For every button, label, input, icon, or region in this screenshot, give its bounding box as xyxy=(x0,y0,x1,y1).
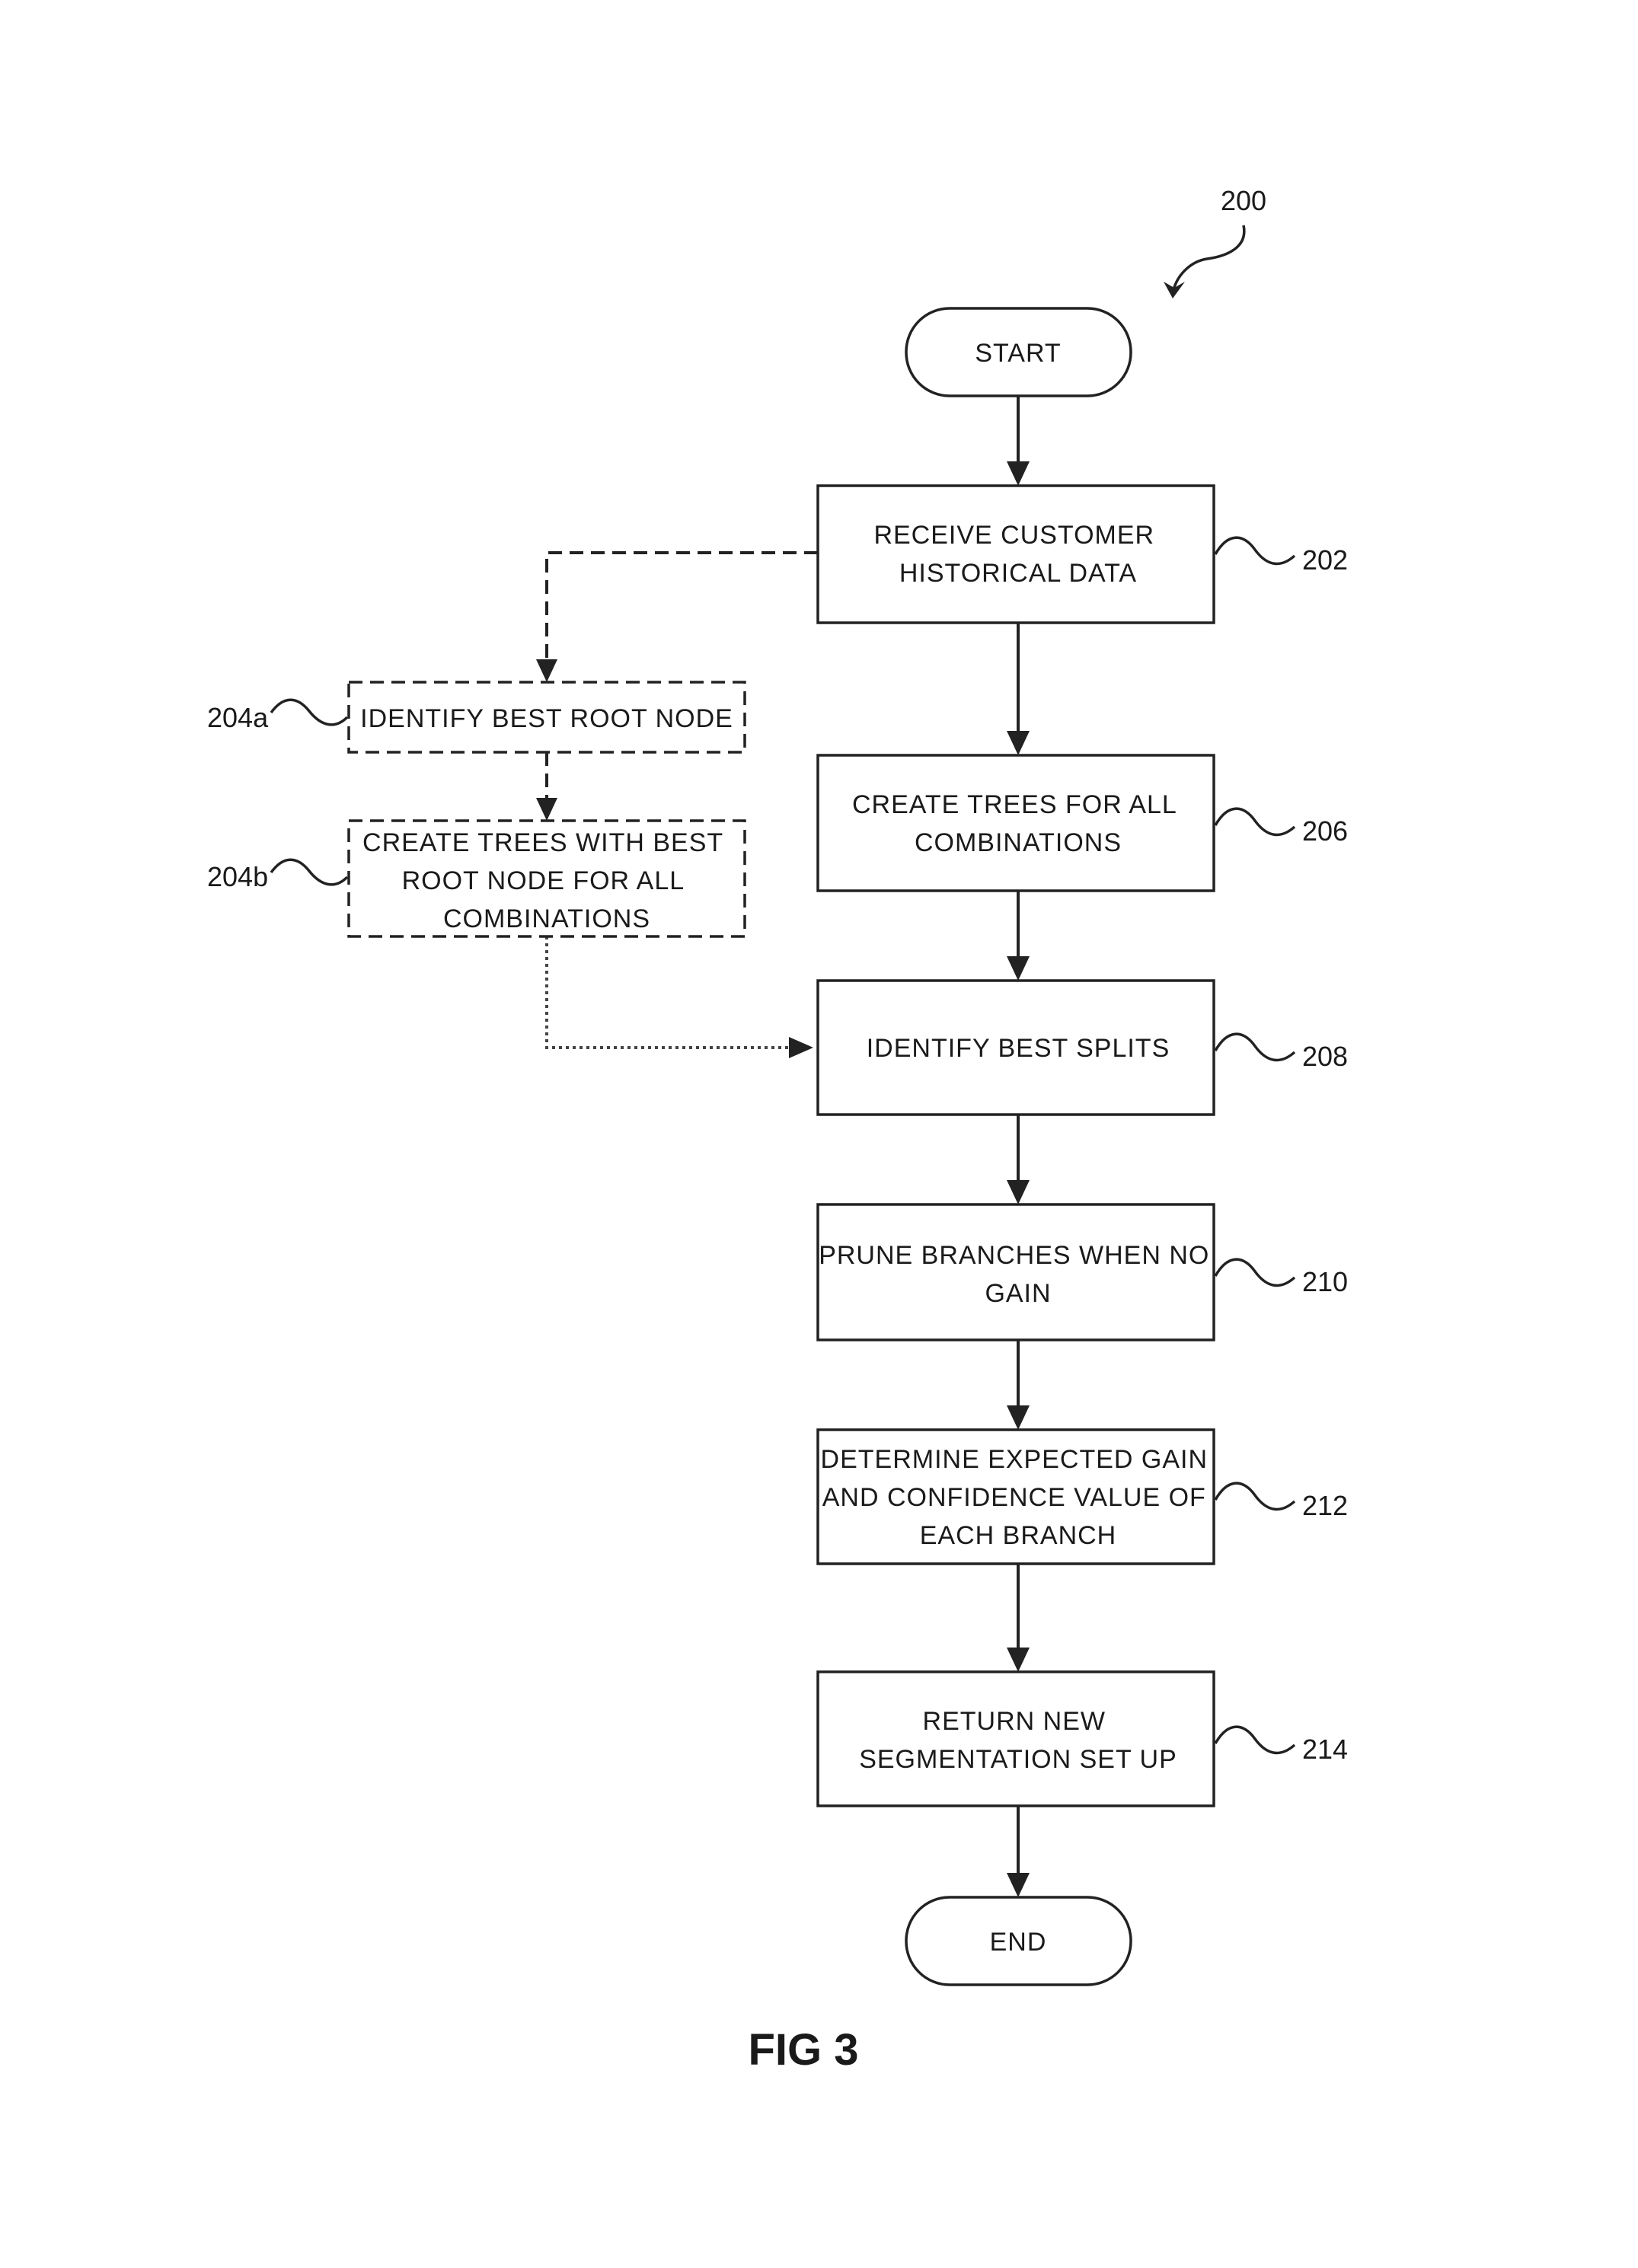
step-204b-line-3: COMBINATIONS xyxy=(443,904,650,933)
step-212-line-1: DETERMINE EXPECTED GAIN xyxy=(821,1445,1209,1474)
step-202: RECEIVE CUSTOMER HISTORICAL DATA 202 xyxy=(816,484,1348,624)
step-212-ref-pointer xyxy=(1214,1482,1296,1511)
step-204a-ref-pointer xyxy=(270,698,349,726)
step-204a-text: IDENTIFY BEST ROOT NODE xyxy=(360,704,733,733)
step-204a-box xyxy=(347,681,746,754)
step-212: DETERMINE EXPECTED GAIN AND CONFIDENCE V… xyxy=(816,1428,1348,1565)
step-214-text: RETURN NEW SEGMENTATION SET UP xyxy=(859,1707,1177,1774)
step-210-text: PRUNE BRANCHES WHEN NO GAIN xyxy=(819,1241,1218,1308)
arrowhead-start-202 xyxy=(1007,461,1030,486)
step-210: PRUNE BRANCHES WHEN NO GAIN 210 xyxy=(816,1203,1348,1341)
step-208-text: IDENTIFY BEST SPLITS xyxy=(867,1034,1170,1063)
step-212-line-3: EACH BRANCH xyxy=(920,1521,1116,1550)
step-206-box xyxy=(816,754,1215,892)
arrowhead-202-206 xyxy=(1007,731,1030,755)
step-214-ref: 214 xyxy=(1302,1734,1348,1765)
arrowhead-204b-208 xyxy=(789,1037,813,1058)
step-204a: IDENTIFY BEST ROOT NODE 204a xyxy=(207,681,746,754)
step-208-line-1: IDENTIFY BEST SPLITS xyxy=(867,1034,1170,1063)
arrowhead-214-end xyxy=(1007,1873,1030,1897)
end-terminal xyxy=(905,1896,1132,1986)
step-212-box xyxy=(816,1428,1215,1565)
step-208: IDENTIFY BEST SPLITS 208 xyxy=(816,979,1348,1116)
start-label: START xyxy=(975,339,1061,368)
arrowhead-210-212 xyxy=(1007,1405,1030,1430)
step-214: RETURN NEW SEGMENTATION SET UP 214 xyxy=(816,1670,1348,1807)
process-ref-pointer-arrowhead xyxy=(1164,282,1185,298)
step-202-line-2: HISTORICAL DATA xyxy=(899,559,1137,588)
process-ref-pointer xyxy=(1171,225,1246,294)
end-label: END xyxy=(990,1928,1047,1957)
step-204b-text: CREATE TREES WITH BEST ROOT NODE FOR ALL… xyxy=(362,828,731,933)
arrowhead-204a-204b xyxy=(536,798,557,821)
step-204b-ref-pointer xyxy=(270,858,349,886)
step-204b-line-1: CREATE TREES WITH BEST xyxy=(362,828,723,857)
connector-202-204a xyxy=(545,551,818,662)
step-214-line-1: RETURN NEW xyxy=(923,1707,1106,1736)
step-210-ref: 210 xyxy=(1302,1266,1348,1297)
step-208-ref: 208 xyxy=(1302,1041,1348,1072)
step-208-box xyxy=(816,979,1215,1116)
step-210-line-2: GAIN xyxy=(985,1279,1051,1308)
step-206-ref-pointer xyxy=(1214,807,1296,837)
step-206-line-1: CREATE TREES FOR ALL xyxy=(852,790,1177,819)
step-204b-line-2: ROOT NODE FOR ALL xyxy=(402,866,684,895)
step-212-line-2: AND CONFIDENCE VALUE OF xyxy=(822,1483,1206,1512)
step-202-ref: 202 xyxy=(1302,544,1348,576)
arrowhead-212-214 xyxy=(1007,1648,1030,1672)
arrowhead-202-204a xyxy=(536,659,557,682)
arrowhead-208-210 xyxy=(1007,1180,1030,1204)
step-204b-box xyxy=(347,819,746,938)
step-206-ref: 206 xyxy=(1302,815,1348,847)
step-206: CREATE TREES FOR ALL COMBINATIONS 206 xyxy=(816,754,1348,892)
step-202-ref-pointer xyxy=(1214,536,1296,566)
step-204a-ref: 204a xyxy=(207,702,269,733)
step-206-text: CREATE TREES FOR ALL COMBINATIONS xyxy=(852,790,1184,857)
connector-204b-208 xyxy=(545,936,792,1049)
step-204a-line-1: IDENTIFY BEST ROOT NODE xyxy=(360,704,733,733)
step-214-ref-pointer xyxy=(1214,1725,1296,1755)
step-210-box xyxy=(816,1203,1215,1341)
step-208-ref-pointer xyxy=(1214,1032,1296,1062)
arrowhead-206-208 xyxy=(1007,956,1030,981)
step-214-box xyxy=(816,1670,1215,1807)
step-212-text: DETERMINE EXPECTED GAIN AND CONFIDENCE V… xyxy=(821,1445,1216,1550)
step-212-ref: 212 xyxy=(1302,1490,1348,1521)
step-204b-ref: 204b xyxy=(207,861,268,892)
step-214-line-2: SEGMENTATION SET UP xyxy=(859,1745,1177,1774)
step-210-ref-pointer xyxy=(1214,1258,1296,1287)
step-202-text: RECEIVE CUSTOMER HISTORICAL DATA xyxy=(873,521,1162,588)
step-210-line-1: PRUNE BRANCHES WHEN NO xyxy=(819,1241,1209,1270)
step-202-line-1: RECEIVE CUSTOMER xyxy=(873,521,1154,550)
step-204b: CREATE TREES WITH BEST ROOT NODE FOR ALL… xyxy=(207,819,746,938)
step-202-box xyxy=(816,484,1215,624)
figure-label: FIG 3 xyxy=(748,2025,858,2075)
step-206-line-2: COMBINATIONS xyxy=(915,828,1122,857)
process-ref-label: 200 xyxy=(1221,185,1266,216)
